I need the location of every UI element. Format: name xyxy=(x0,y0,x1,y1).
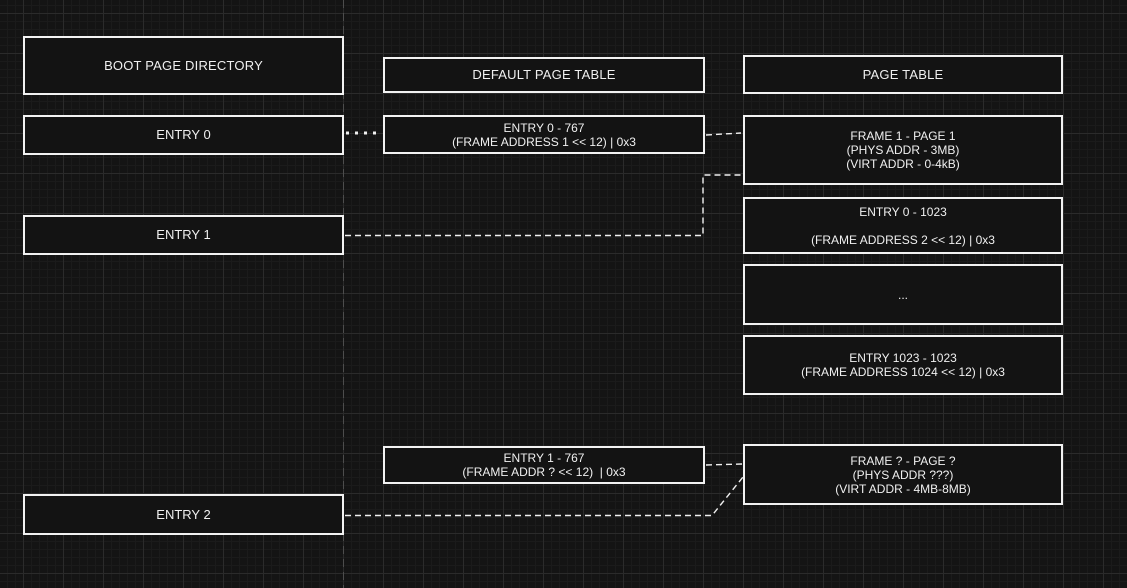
node-label: PAGE TABLE xyxy=(862,66,944,82)
node-label-line: (FRAME ADDR ? << 12) | 0x3 xyxy=(462,465,626,479)
node-page-table[interactable]: PAGE TABLE xyxy=(743,55,1063,94)
node-label: ... xyxy=(897,287,908,302)
node-label-line: FRAME ? - PAGE ? xyxy=(850,453,956,468)
node-label-line: ENTRY 1 - 767 xyxy=(503,451,585,465)
node-label-line: (VIRT ADDR - 4MB-8MB) xyxy=(835,481,971,496)
node-label-line: (FRAME ADDRESS 2 << 12) | 0x3 xyxy=(811,232,995,247)
node-label: DEFAULT PAGE TABLE xyxy=(472,67,616,82)
node-default-entry-0-767[interactable]: ENTRY 0 - 767 (FRAME ADDRESS 1 << 12) | … xyxy=(383,115,705,154)
node-label-line: (PHYS ADDR - 3MB) xyxy=(846,143,960,157)
node-frame-1-page-1[interactable]: FRAME 1 - PAGE 1 (PHYS ADDR - 3MB) (VIRT… xyxy=(743,115,1063,185)
node-label: ENTRY 0 xyxy=(156,127,211,142)
node-label: ENTRY 1 xyxy=(156,227,211,242)
node-default-entry-1-767[interactable]: ENTRY 1 - 767 (FRAME ADDR ? << 12) | 0x3 xyxy=(383,446,705,484)
node-label: BOOT PAGE DIRECTORY xyxy=(104,57,263,73)
node-entry-1[interactable]: ENTRY 1 xyxy=(23,215,344,255)
node-entry-1023-1023[interactable]: ENTRY 1023 - 1023 (FRAME ADDRESS 1024 <<… xyxy=(743,335,1063,395)
node-entry-2[interactable]: ENTRY 2 xyxy=(23,494,344,535)
connector-default-entry1-to-frame-q xyxy=(705,463,743,466)
connector-default-entry0-to-frame1 xyxy=(705,132,742,136)
node-label-line: ENTRY 1023 - 1023 xyxy=(849,351,957,365)
node-label-line: (FRAME ADDRESS 1024 << 12) | 0x3 xyxy=(801,365,1005,379)
node-entry-0-1023[interactable]: ENTRY 0 - 1023 (FRAME ADDRESS 2 << 12) |… xyxy=(743,197,1063,254)
node-label-line: (PHYS ADDR ???) xyxy=(852,467,954,482)
node-label-line: (VIRT ADDR - 0-4kB) xyxy=(846,157,960,171)
node-frame-q-page-q[interactable]: FRAME ? - PAGE ? (PHYS ADDR ???) (VIRT A… xyxy=(743,444,1063,505)
node-label-line: ENTRY 0 - 1023 xyxy=(859,204,947,219)
node-label-line: (FRAME ADDRESS 1 << 12) | 0x3 xyxy=(452,134,636,149)
node-label: ENTRY 2 xyxy=(156,506,211,522)
node-entry-0[interactable]: ENTRY 0 xyxy=(23,115,344,155)
node-default-page-table[interactable]: DEFAULT PAGE TABLE xyxy=(383,57,705,93)
node-ellipsis[interactable]: ... xyxy=(743,264,1063,325)
connector-entry1-to-page-table xyxy=(345,174,741,237)
node-label-line: ENTRY 0 - 767 xyxy=(503,120,585,135)
node-label-line: FRAME 1 - PAGE 1 xyxy=(850,129,956,143)
node-boot-page-directory[interactable]: BOOT PAGE DIRECTORY xyxy=(23,36,344,95)
